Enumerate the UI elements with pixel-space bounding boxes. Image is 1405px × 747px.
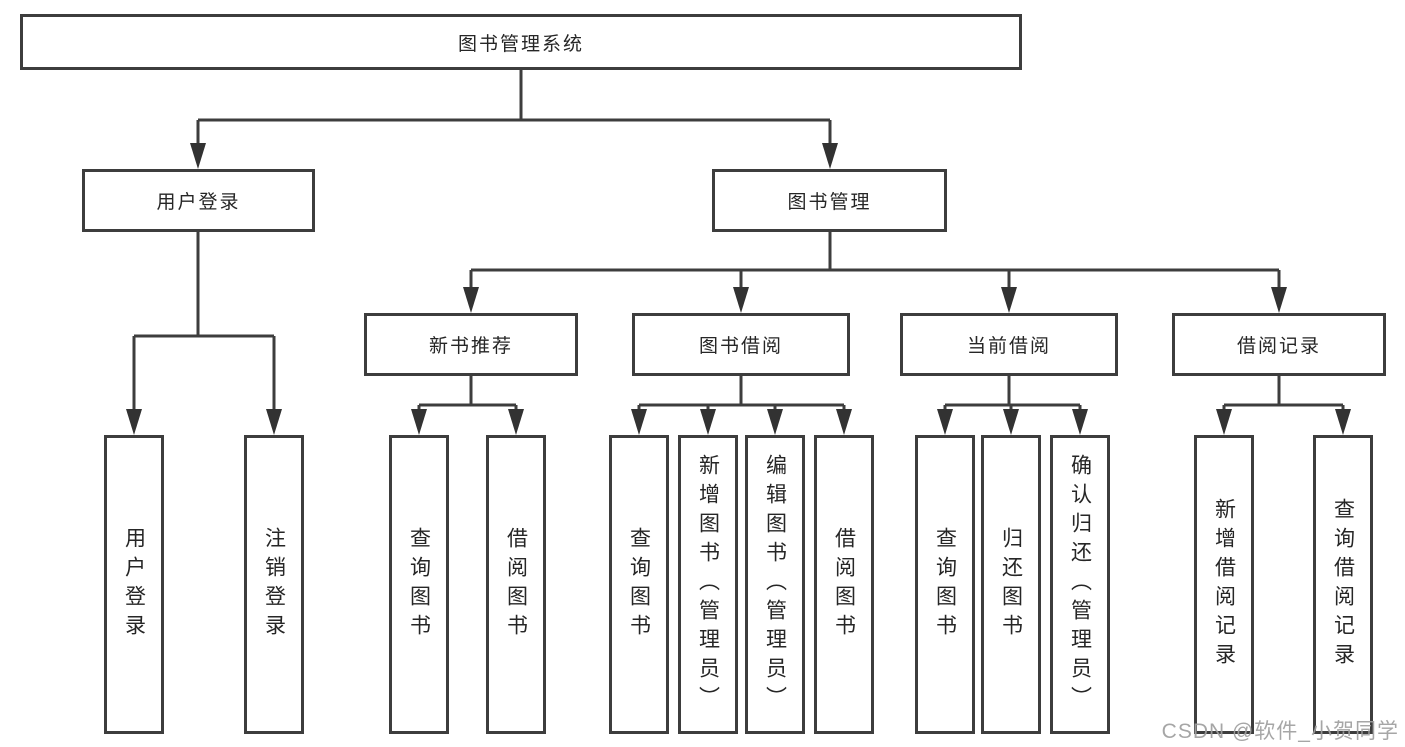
arrowhead xyxy=(126,409,142,435)
arrowhead xyxy=(1003,409,1019,435)
connector-user-login-to-leaves xyxy=(126,232,282,435)
node-leaf-add-borrow-record: 新增借阅记录 xyxy=(1194,435,1254,734)
node-leaf-query-borrow-record: 查询借阅记录 xyxy=(1313,435,1373,734)
arrowhead xyxy=(1001,287,1017,313)
node-leaf-logout: 注销登录 xyxy=(244,435,304,734)
node-leaf-edit-books-admin: 编辑图书（管理员） xyxy=(745,435,805,734)
arrowhead xyxy=(463,287,479,313)
connector-current-borrow-to-leaves xyxy=(937,376,1088,435)
connector-borrow-records-to-leaves xyxy=(1216,376,1351,435)
arrowhead xyxy=(411,409,427,435)
arrowhead xyxy=(631,409,647,435)
connector-book-mgmt-to-level3 xyxy=(463,232,1287,313)
connector-root-to-level2 xyxy=(190,70,838,169)
node-leaf-confirm-return-admin: 确认归还（管理员） xyxy=(1050,435,1110,734)
node-book-management: 图书管理 xyxy=(712,169,947,232)
node-leaf-query-current: 查询图书 xyxy=(915,435,975,734)
node-leaf-query-books: 查询图书 xyxy=(609,435,669,734)
connector-new-book-rec-to-leaves xyxy=(411,376,524,435)
arrowhead xyxy=(733,287,749,313)
arrowhead xyxy=(1072,409,1088,435)
node-leaf-query-books-rec: 查询图书 xyxy=(389,435,449,734)
node-leaf-return-books: 归还图书 xyxy=(981,435,1041,734)
arrowhead xyxy=(508,409,524,435)
node-book-borrowing: 图书借阅 xyxy=(632,313,850,376)
node-leaf-user-login: 用户登录 xyxy=(104,435,164,734)
arrowhead xyxy=(937,409,953,435)
arrowhead xyxy=(836,409,852,435)
arrowhead xyxy=(700,409,716,435)
node-new-book-recommend: 新书推荐 xyxy=(364,313,578,376)
arrowhead xyxy=(822,143,838,169)
arrowhead xyxy=(190,143,206,169)
node-leaf-borrow-books: 借阅图书 xyxy=(814,435,874,734)
node-library-system: 图书管理系统 xyxy=(20,14,1022,70)
arrowhead xyxy=(767,409,783,435)
csdn-watermark: CSDN @软件_小贺同学 xyxy=(1161,720,1399,743)
node-borrow-records: 借阅记录 xyxy=(1172,313,1386,376)
node-leaf-borrow-books-rec: 借阅图书 xyxy=(486,435,546,734)
arrowhead xyxy=(1335,409,1351,435)
connector-book-borrow-to-leaves xyxy=(631,376,852,435)
arrowhead xyxy=(1216,409,1232,435)
arrowhead xyxy=(266,409,282,435)
node-current-borrowing: 当前借阅 xyxy=(900,313,1118,376)
node-user-login: 用户登录 xyxy=(82,169,315,232)
node-leaf-add-books-admin: 新增图书（管理员） xyxy=(678,435,738,734)
arrowhead xyxy=(1271,287,1287,313)
